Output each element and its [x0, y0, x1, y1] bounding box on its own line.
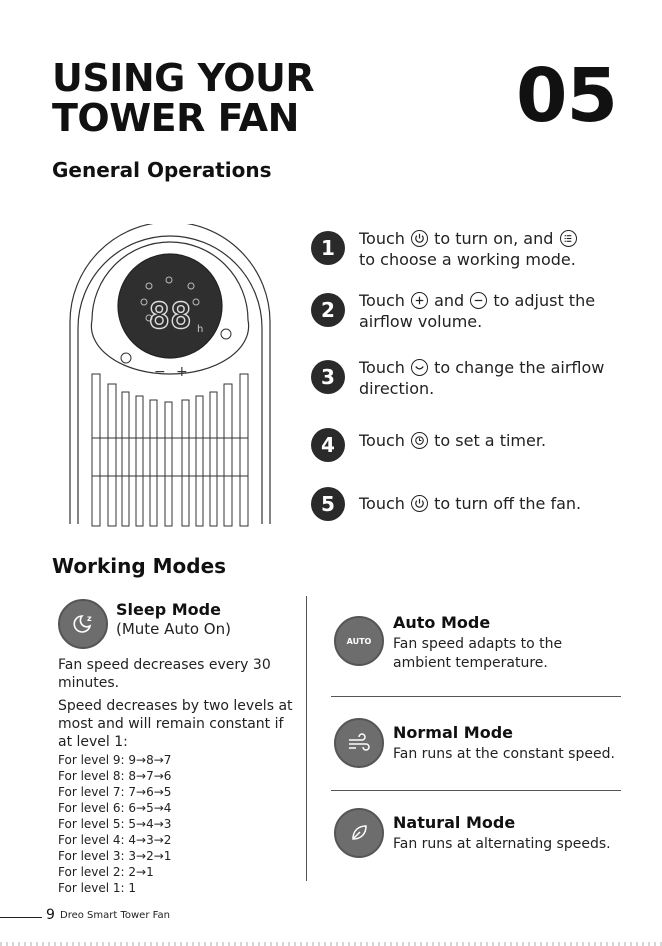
step-1: 1 Touch to turn on, and to choose a work… [311, 229, 651, 279]
list-item: For level 1: 1 [58, 881, 137, 895]
tower-fan-illustration: 88 h − + [69, 224, 271, 527]
working-modes-heading: Working Modes [52, 554, 227, 578]
panel-plus: + [176, 364, 188, 380]
list-item: For level 4: 4→3→2 [58, 833, 172, 847]
auto-mode-desc: Fan speed adapts to the ambient temperat… [393, 636, 563, 671]
step-3: 3 Touch to change the airflow direction. [311, 358, 651, 408]
list-item: For level 6: 6→5→4 [58, 801, 172, 815]
general-operations-heading: General Operations [52, 158, 272, 182]
list-item: For level 9: 9→8→7 [58, 753, 172, 767]
sleep-level-list: For level 9: 9→8→7 For level 8: 8→7→6 Fo… [58, 752, 171, 896]
mode-divider [331, 696, 621, 697]
auto-mode-icon: AUTO [334, 616, 384, 666]
footer-rule [0, 917, 42, 918]
panel-minus: − [154, 364, 166, 380]
step-number: 3 [311, 360, 345, 394]
panel-display: 88 [148, 296, 191, 337]
step-number: 5 [311, 487, 345, 521]
page-title: USING YOUR TOWER FAN [52, 56, 315, 140]
power-icon [411, 495, 429, 512]
list-item: For level 2: 2→1 [58, 865, 154, 879]
step-number: 1 [311, 231, 345, 265]
auto-mode-title: Auto Mode [393, 613, 491, 632]
mode-menu-icon [559, 230, 577, 247]
sleep-mode-title: Sleep Mode [116, 600, 221, 619]
sleep-mode-subtitle: (Mute Auto On) [116, 620, 231, 638]
natural-mode-title: Natural Mode [393, 813, 516, 832]
page-number: 9 [46, 907, 55, 923]
column-divider [306, 596, 307, 881]
step-2: 2 Touch and to adjust the airflow volume… [311, 291, 651, 341]
plus-icon [411, 292, 429, 309]
natural-mode-icon [334, 808, 384, 858]
list-item: For level 8: 8→7→6 [58, 769, 172, 783]
list-item: For level 5: 5→4→3 [58, 817, 172, 831]
oscillation-icon [411, 359, 429, 376]
normal-mode-title: Normal Mode [393, 723, 514, 742]
sleep-mode-para2: Speed decreases by two levels at most an… [58, 698, 293, 750]
panel-hour-label: h [197, 324, 203, 335]
step-4: 4 Touch to set a timer. [311, 428, 651, 476]
mode-divider [331, 790, 621, 791]
list-item: For level 3: 3→2→1 [58, 849, 172, 863]
normal-mode-desc: Fan runs at the constant speed. [393, 746, 615, 762]
page-edge [0, 942, 662, 946]
timer-icon [411, 432, 429, 449]
power-icon [411, 230, 429, 247]
step-number: 2 [311, 293, 345, 327]
footer-product-name: Dreo Smart Tower Fan [60, 910, 170, 921]
natural-mode-desc: Fan runs at alternating speeds. [393, 836, 611, 852]
list-item: For level 7: 7→6→5 [58, 785, 172, 799]
chapter-number: 05 [516, 53, 618, 139]
svg-text:z: z [87, 614, 92, 623]
normal-mode-icon [334, 718, 384, 768]
sleep-mode-para1: Fan speed decreases every 30 minutes. [58, 657, 271, 691]
sleep-mode-icon: z [58, 599, 108, 649]
minus-icon [470, 292, 488, 309]
step-number: 4 [311, 428, 345, 462]
step-5: 5 Touch to turn off the fan. [311, 487, 651, 535]
